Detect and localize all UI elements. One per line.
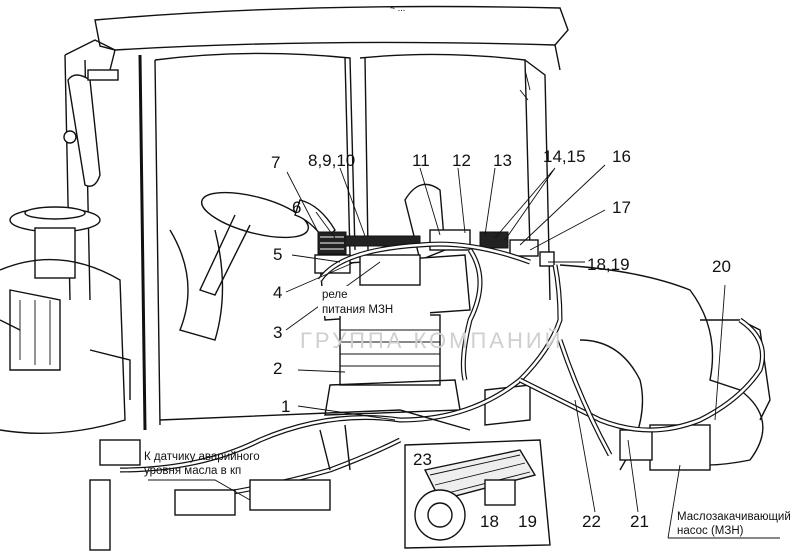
pump-caption-line2: насос (МЗН) — [677, 525, 744, 537]
callout-6: 6 — [292, 198, 301, 217]
callout-18-inset: 18 — [480, 512, 499, 531]
engine-right — [484, 264, 771, 471]
callout-4: 4 — [273, 283, 282, 302]
control-lever — [294, 199, 347, 255]
callout-14-15: 14,15 — [543, 147, 586, 166]
callout-22: 22 — [582, 512, 601, 531]
top-mark: ~ ... — [390, 3, 405, 13]
callouts: 7 8,9,10 11 12 13 14,15 16 6 17 5 4 18,1… — [271, 147, 731, 531]
callout-21: 21 — [630, 512, 649, 531]
callout-5: 5 — [273, 245, 282, 264]
callout-20: 20 — [712, 257, 731, 276]
callout-3: 3 — [273, 323, 282, 342]
callout-7: 7 — [271, 153, 280, 172]
callout-12: 12 — [452, 151, 471, 170]
callout-23: 23 — [413, 450, 432, 469]
callout-18-19: 18,19 — [587, 255, 630, 274]
callout-11: 11 — [412, 151, 430, 170]
leader-lines — [148, 164, 780, 539]
detail-inset — [404, 439, 551, 549]
cab-roof — [94, 5, 569, 71]
side-mirror — [63, 69, 119, 187]
sensor-caption-line2: уровня масла в кп — [144, 465, 241, 477]
callout-17: 17 — [612, 198, 631, 217]
wiring-harness — [119, 241, 765, 503]
callout-19-inset: 19 — [518, 512, 537, 531]
engine-left — [0, 206, 141, 466]
relay-caption-line1: реле — [322, 289, 348, 301]
callout-8-10: 8,9,10 — [308, 151, 355, 170]
watermark-text: ГРУППА КОМПАНИЙ — [300, 328, 564, 353]
pump-caption-line1: Маслозакачивающий — [677, 511, 791, 523]
captions: реле питания МЗН К датчику аварийного ур… — [144, 289, 791, 537]
cab-frame — [64, 39, 551, 431]
callout-13: 13 — [493, 151, 512, 170]
callout-16: 16 — [612, 147, 631, 166]
relay-caption-background — [318, 286, 430, 316]
relay-caption-line2: питания МЗН — [322, 304, 393, 316]
sensor-caption-line1: К датчику аварийного — [144, 451, 260, 463]
callout-2: 2 — [273, 359, 282, 378]
callout-1: 1 — [281, 397, 290, 416]
steering-wheel — [169, 191, 310, 341]
floor-components — [89, 409, 471, 551]
